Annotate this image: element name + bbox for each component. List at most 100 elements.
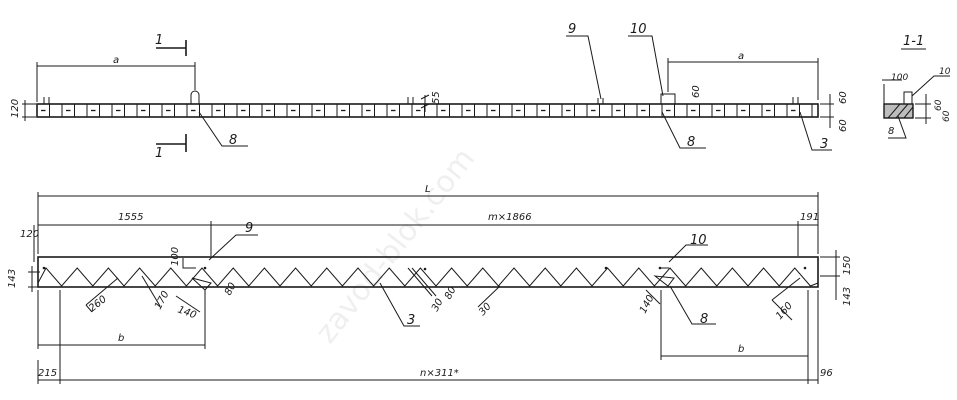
callout-10: 10 <box>630 22 647 37</box>
callout-10-elev: 10 <box>690 233 707 248</box>
dim-1555: 1555 <box>118 212 143 223</box>
dim-m1866: m×1866 <box>488 212 532 223</box>
dim-140-right-line <box>645 289 661 305</box>
callout-3-elev: 3 <box>407 313 415 328</box>
zigzag-dot <box>203 266 207 270</box>
dim-60-insert: 60 <box>691 85 702 98</box>
dim-30-b-line <box>477 285 501 308</box>
dim-30-a: 30 <box>430 297 446 313</box>
dim-L-line <box>37 192 819 254</box>
zigzag-dots <box>42 266 807 271</box>
dim-55-line <box>420 94 430 112</box>
elevation-slab-outline <box>37 256 819 288</box>
callout-8-right: 8 <box>687 135 695 150</box>
dim-160: 160 <box>774 300 795 322</box>
top-view: a a 120 55 60 60 60 1 1 8 9 10 8 3 <box>10 22 849 161</box>
section-mark-top-label: 1 <box>155 33 163 48</box>
leader-10-elev <box>668 244 708 263</box>
dim-n311: n×311* <box>420 368 459 379</box>
section-loop <box>903 91 913 104</box>
dim-b-left: b <box>118 333 124 344</box>
dim-120-top-line <box>22 100 36 121</box>
dim-100-elev: 100 <box>170 247 181 266</box>
section-mark-top <box>156 40 187 56</box>
elev-insert-right <box>653 275 675 287</box>
leader-8-elev <box>669 285 716 325</box>
dim-55: 55 <box>431 91 442 104</box>
elevation-view: L 1555 m×1866 191 120 100 143 260 170 14… <box>7 184 853 384</box>
dim-60-right: 60 <box>838 91 849 104</box>
section-dim-60-a: 60 <box>934 99 944 111</box>
dim-chain-top <box>38 221 818 256</box>
top-loop-8 <box>190 90 200 104</box>
dim-80-left: 80 <box>223 281 239 297</box>
section-leader-10 <box>911 75 950 97</box>
dim-160-line <box>771 277 801 321</box>
dim-60-right2: 60 <box>838 119 849 132</box>
dim-a-left: a <box>113 55 119 66</box>
dim-170-line <box>141 275 161 307</box>
leader-8-left <box>198 111 248 147</box>
section-dim-60-b: 60 <box>942 110 952 122</box>
section-mark-bottom-label: 1 <box>155 146 163 161</box>
dim-a-right-line <box>667 58 819 100</box>
watermark: zavod-blok.com <box>309 142 482 350</box>
top-view-cells <box>36 104 813 117</box>
section-dim-60-line <box>915 94 931 124</box>
dim-b-right: b <box>738 344 744 355</box>
top-loop-9 <box>597 98 604 104</box>
dim-L: L <box>425 184 431 195</box>
section-hatch <box>887 103 914 119</box>
dim-a-left-line <box>36 62 196 102</box>
top-loop-mid <box>407 97 414 104</box>
dim-143-left-line <box>28 266 40 292</box>
top-loop-left <box>43 97 50 104</box>
leader-8-right <box>661 111 706 149</box>
leader-10 <box>628 35 664 97</box>
dim-80-mid: 80 <box>443 285 459 301</box>
dim-150: 150 <box>842 256 853 275</box>
callout-8-elev: 8 <box>700 312 708 327</box>
dim-143-left: 143 <box>7 269 18 288</box>
dim-a-right: a <box>738 51 744 62</box>
leader-3-elev <box>379 282 420 327</box>
dim-140-left: 140 <box>176 304 198 321</box>
section-dim-100-text: 100 <box>891 73 908 83</box>
dim-120-top: 120 <box>10 99 21 118</box>
dim-191: 191 <box>800 212 819 223</box>
zigzag-dot <box>604 266 608 270</box>
elev-insert-left <box>191 277 212 291</box>
leader-3 <box>799 111 832 151</box>
leader-9 <box>566 35 602 100</box>
dim-143-right: 143 <box>842 287 853 306</box>
section-mark-bottom <box>156 134 187 152</box>
dim-140-right: 140 <box>638 293 657 315</box>
section-leader-8 <box>888 115 907 139</box>
top-insert-10 <box>660 93 676 104</box>
callout-9: 9 <box>568 22 576 37</box>
dim-96: 96 <box>820 368 833 379</box>
dim-140-left-line <box>175 295 201 313</box>
dim-30-a-line <box>407 267 437 297</box>
section-view: 1-1 100 10 60 60 8 <box>882 34 952 139</box>
dim-215: 215 <box>38 368 57 379</box>
dim-120-elev: 120 <box>20 229 39 240</box>
zigzag-dot <box>803 266 807 270</box>
zigzag-reinforcement <box>37 267 819 287</box>
section-dim-100 <box>882 79 902 104</box>
callout-3: 3 <box>820 137 828 152</box>
top-loop-right <box>792 97 799 104</box>
dim-b-left-line <box>37 290 206 349</box>
dim-b-right-line <box>660 290 809 360</box>
callout-9-elev: 9 <box>245 221 253 236</box>
leader-9-elev <box>208 234 258 261</box>
dim-150-line <box>820 250 840 300</box>
dim-60-right-line <box>820 94 834 128</box>
zigzag-dot <box>42 266 46 270</box>
section-callout-8: 8 <box>888 126 894 137</box>
dim-30-b: 30 <box>477 301 494 318</box>
dim-260: 260 <box>87 294 109 314</box>
dim-260-line <box>85 277 119 313</box>
section-title: 1-1 <box>903 34 924 49</box>
